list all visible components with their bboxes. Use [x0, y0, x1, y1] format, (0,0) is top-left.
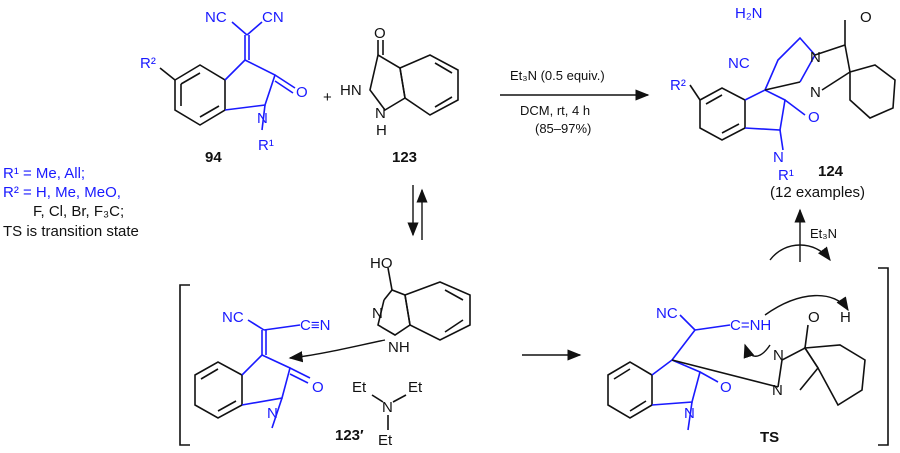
cn-triple-label: C≡N	[300, 317, 330, 334]
et-label-2: Et	[408, 379, 423, 396]
hn-label-123: HN	[340, 82, 362, 99]
et-label-3: Et	[378, 432, 393, 449]
n-ts-label-1: N	[773, 347, 784, 364]
n-ts-label-3: N	[684, 405, 695, 422]
legend-r1: R¹ = Me, All;	[3, 165, 85, 182]
attack-arrow	[288, 339, 386, 363]
n-label-94: N	[257, 110, 268, 127]
n1-label-124: N	[810, 49, 821, 66]
step-reagent: Et₃N	[810, 226, 837, 241]
oxo-ts-label: O	[720, 379, 732, 396]
n-enone-label: N	[267, 405, 278, 422]
h-ts-label: H	[840, 309, 851, 326]
oxo1-label-124: O	[860, 9, 872, 26]
legend-r2-line2: F, Cl, Br, F₃C;	[33, 203, 124, 220]
tautomer-arrow	[743, 343, 771, 359]
n-enol-label: N	[372, 305, 383, 322]
conditions-solvent: DCM, rt, 4 h	[520, 103, 590, 118]
c-eq-nh-label: C=NH	[730, 317, 771, 334]
compound-number-123p: 123′	[335, 427, 364, 444]
proton-transfer-arrow	[764, 294, 849, 316]
et3n-curved-arrow	[769, 244, 831, 262]
nh-enol-label: NH	[388, 339, 410, 356]
legend-r2-line1: R² = H, Me, MeO,	[3, 184, 121, 201]
r2-label-94: R²	[140, 55, 156, 72]
conditions-reagent: Et₃N (0.5 equiv.)	[510, 68, 605, 83]
cn-label-94: CN	[262, 9, 284, 26]
ts-label: TS	[760, 429, 779, 446]
bracket-right	[878, 267, 889, 446]
h-label-123: H	[376, 122, 387, 139]
product-examples-note: (12 examples)	[770, 184, 865, 201]
transition-state: NC C=NH O H N N O N TS	[607, 294, 866, 446]
oxo2-label-124: O	[808, 109, 820, 126]
plus-sign: +	[323, 89, 332, 106]
compound-94: NC CN O N R¹ R² 94	[140, 9, 308, 166]
r1-label-124: R¹	[778, 167, 794, 184]
n3-label-124: N	[773, 149, 784, 166]
oxo-enone-label: O	[312, 379, 324, 396]
oh-ts-label: O	[808, 309, 820, 326]
bracket-left	[179, 284, 190, 446]
h2n-label-124: H₂N	[735, 5, 763, 22]
n-ts-label-2: N	[772, 382, 783, 399]
conditions-yield: (85–97%)	[535, 121, 591, 136]
nc-ts-label: NC	[656, 305, 678, 322]
r1-label-94: R¹	[258, 137, 274, 154]
triethylamine: Et Et N Et 123′	[335, 379, 423, 449]
n-et3n-label: N	[382, 399, 393, 416]
compound-number-94: 94	[205, 149, 222, 166]
oxo-label-123: O	[374, 25, 386, 42]
intermediate-enone: NC C≡N O N	[194, 309, 386, 429]
et-label-1: Et	[352, 379, 367, 396]
compound-123: O HN N H 123	[340, 25, 459, 166]
compound-number-123: 123	[392, 149, 417, 166]
legend-ts-note: TS is transition state	[3, 223, 139, 240]
compound-number-124: 124	[818, 163, 844, 180]
r2-label-124: R²	[670, 77, 686, 94]
n2-label-124: N	[810, 84, 821, 101]
nc-label-94: NC	[205, 9, 227, 26]
oxo-label-94: O	[296, 84, 308, 101]
cn-label-124: NC	[728, 55, 750, 72]
n-label-123: N	[375, 105, 386, 122]
intermediate-enol: HO N NH	[370, 255, 471, 356]
ho-label: HO	[370, 255, 393, 272]
nc-enone-label: NC	[222, 309, 244, 326]
compound-124: H₂N NC N N O O N R¹ R² 124 (12 examples)	[670, 5, 896, 201]
